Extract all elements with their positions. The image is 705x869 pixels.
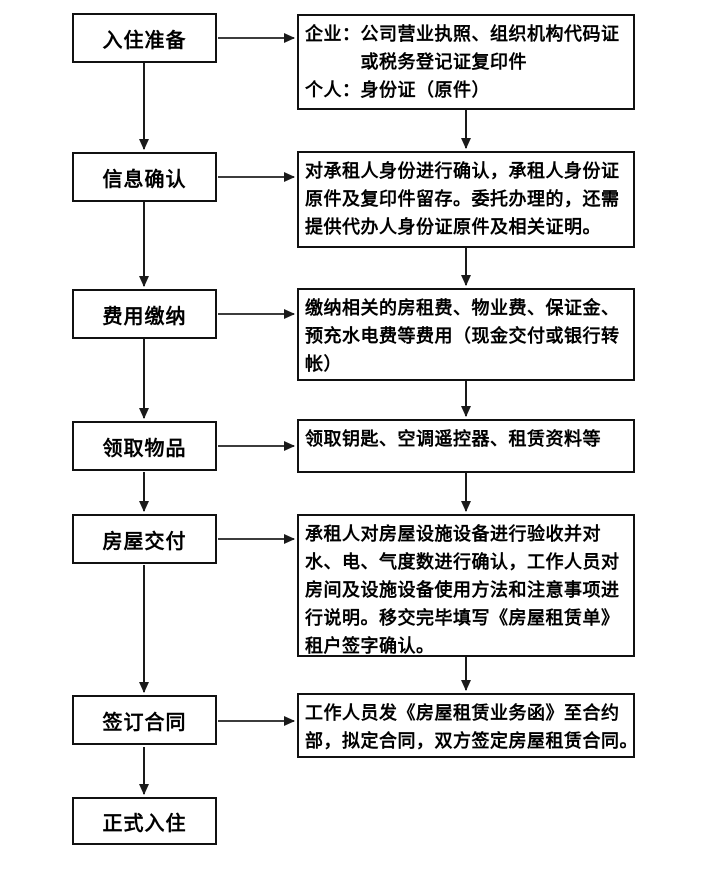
text-line: 对承租人身份进行确认，承租人身份证 — [305, 161, 620, 181]
text-line: 企业：公司营业执照、组织机构代码证 — [305, 24, 620, 44]
detail-box-fee-payment: 缴纳相关的房租费、物业费、保证金、预充水电费等费用（现金交付或银行转帐） — [297, 288, 635, 381]
text-line: 个人：身份证（原件） — [305, 80, 490, 100]
step-box-collect-items: 领取物品 — [72, 421, 217, 471]
step-box-house-handover: 房屋交付 — [72, 514, 217, 564]
text-line: 预充水电费等费用（现金交付或银行转 — [305, 326, 620, 346]
step-box-checkin-prep: 入住准备 — [72, 13, 217, 63]
text-line: 行说明。移交完毕填写《房屋租赁单》 — [305, 608, 620, 628]
detail-box-house-handover: 承租人对房屋设施设备进行验收并对水、电、气度数进行确认，工作人员对房间及设施设备… — [297, 514, 635, 657]
step-box-sign-contract: 签订合同 — [72, 695, 217, 745]
detail-box-collect-items: 领取钥匙、空调遥控器、租赁资料等 — [297, 419, 635, 473]
step-box-fee-payment: 费用缴纳 — [72, 289, 217, 339]
text-line: 承租人对房屋设施设备进行验收并对 — [305, 524, 601, 544]
text-line: 租户签字确认。 — [305, 636, 435, 656]
text-line: 房间及设施设备使用方法和注意事项进 — [305, 580, 620, 600]
detail-box-checkin-prep: 企业：公司营业执照、组织机构代码证 或税务登记证复印件个人：身份证（原件） — [297, 14, 635, 110]
text-line: 或税务登记证复印件 — [305, 52, 527, 72]
step-box-official-checkin: 正式入住 — [72, 797, 217, 845]
text-line: 领取钥匙、空调遥控器、租赁资料等 — [305, 429, 601, 449]
detail-box-sign-contract: 工作人员发《房屋租赁业务函》至合约部，拟定合同，双方签定房屋租赁合同。 — [297, 693, 638, 758]
text-line: 提供代办人身份证原件及相关证明。 — [305, 217, 601, 237]
text-line: 缴纳相关的房租费、物业费、保证金、 — [305, 298, 620, 318]
text-line: 工作人员发《房屋租赁业务函》至合约 — [305, 703, 620, 723]
step-box-info-confirm: 信息确认 — [72, 152, 217, 202]
detail-box-info-confirm: 对承租人身份进行确认，承租人身份证原件及复印件留存。委托办理的，还需提供代办人身… — [297, 151, 635, 248]
text-line: 原件及复印件留存。委托办理的，还需 — [305, 189, 620, 209]
text-line: 部，拟定合同，双方签定房屋租赁合同。 — [305, 731, 638, 751]
text-line: 帐） — [305, 354, 342, 374]
text-line: 水、电、气度数进行确认，工作人员对 — [305, 552, 620, 572]
